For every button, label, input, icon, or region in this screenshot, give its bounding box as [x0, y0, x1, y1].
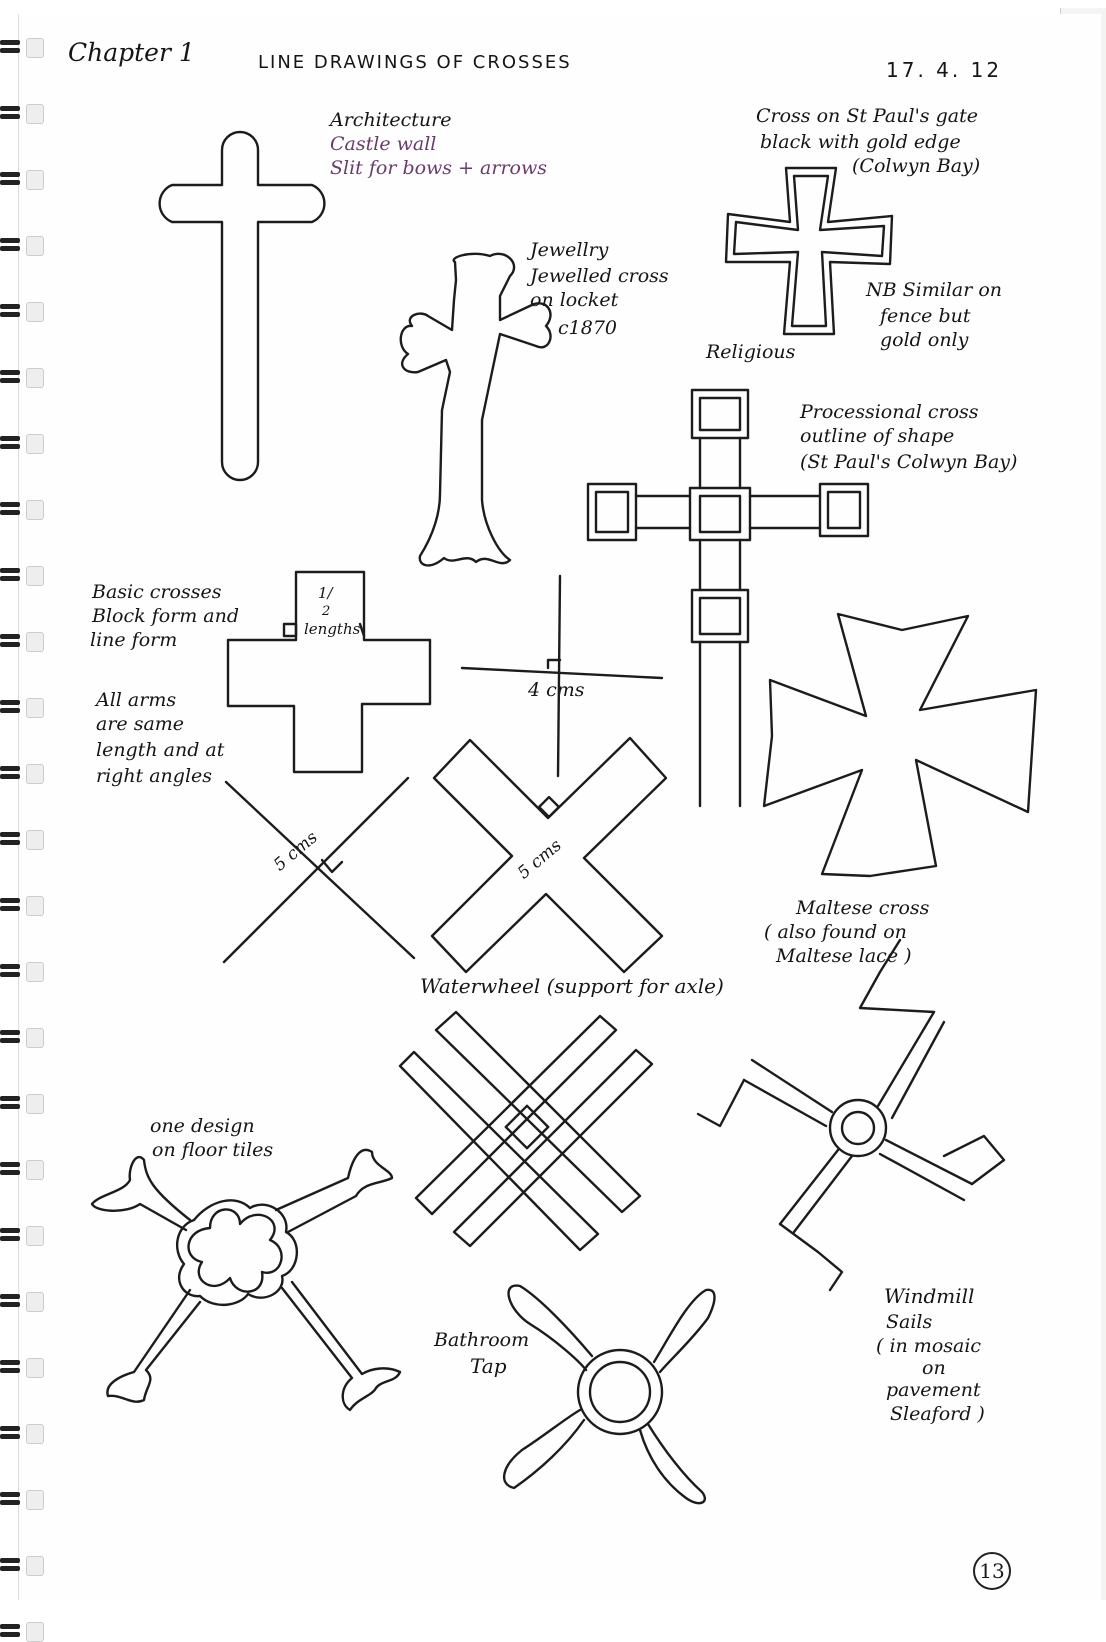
binding-ring: [0, 1158, 44, 1180]
label-processional-2: outline of shape: [800, 425, 955, 447]
label-maltese-1: Maltese cross: [796, 897, 930, 919]
binding-ring: [0, 1092, 44, 1114]
chapter-heading: Chapter 1: [68, 38, 195, 67]
waterwheel-drawing: [398, 1010, 654, 1252]
label-processional-1: Processional cross: [800, 401, 979, 423]
binding-ring: [0, 300, 44, 322]
binding-ring: [0, 1290, 44, 1312]
label-bathroom: Bathroom: [434, 1329, 530, 1351]
diagonal-block-cross-drawing: [430, 736, 668, 974]
binding-ring: [0, 234, 44, 256]
label-all-arms-3: length and at: [96, 739, 225, 761]
label-processional-3: (St Paul's Colwyn Bay): [800, 451, 1018, 473]
label-windmill-5: pavement: [886, 1379, 981, 1401]
label-windmill-6: Sleaford ): [890, 1403, 985, 1425]
binding-ring: [0, 762, 44, 784]
maltese-cross-drawing: [762, 612, 1038, 878]
label-fence-1: NB Similar on: [866, 279, 1003, 301]
binding-ring: [0, 1026, 44, 1048]
line-cross-drawing: [460, 574, 664, 778]
label-windmill-4: on: [922, 1357, 946, 1379]
label-all-arms-2: are same: [96, 713, 185, 735]
label-fence-3: gold only: [880, 329, 969, 351]
label-waterwheel: Waterwheel (support for axle): [420, 974, 724, 998]
block-cross-drawing: [226, 570, 432, 774]
binding-ring: [0, 696, 44, 718]
bathroom-tap-drawing: [503, 1284, 716, 1505]
label-all-arms-4: right angles: [96, 765, 213, 787]
binding-ring: [0, 960, 44, 982]
page-number: 13: [973, 1552, 1011, 1590]
label-floor-1: one design: [150, 1115, 255, 1137]
label-maltese-2: ( also found on: [764, 921, 907, 943]
label-on-locket: on locket: [530, 289, 619, 311]
label-windmill-3: ( in mosaic: [876, 1335, 982, 1357]
label-windmill-2: Sails: [886, 1311, 933, 1333]
label-religious: Religious: [706, 341, 796, 363]
label-slit: Slit for bows + arrows: [330, 157, 547, 179]
label-all-arms-1: All arms: [96, 689, 177, 711]
binding-ring: [0, 168, 44, 190]
notebook-page: Chapter 1 LINE DRAWINGS OF CROSSES 17. 4…: [0, 8, 1106, 1642]
label-floor-2: on floor tiles: [152, 1139, 274, 1161]
binding-ring: [0, 630, 44, 652]
page-title: LINE DRAWINGS OF CROSSES: [258, 52, 572, 73]
label-jewelled-cross: Jewelled cross: [530, 265, 669, 287]
binding-ring: [0, 1356, 44, 1378]
windmill-sails-drawing: [696, 938, 1006, 1292]
label-architecture: Architecture: [330, 109, 452, 131]
binding-ring: [0, 1554, 44, 1576]
label-windmill-1: Windmill: [884, 1284, 975, 1308]
label-jewellry: Jewellry: [530, 239, 609, 261]
binding-ring: [0, 366, 44, 388]
label-4cms: 4 cms: [528, 679, 585, 701]
page-date: 17. 4. 12: [886, 58, 1003, 82]
jewelled-cross-drawing: [399, 252, 552, 567]
label-lengths: lengths: [304, 620, 361, 638]
label-basic-3: line form: [90, 629, 178, 651]
label-castle-wall: Castle wall: [330, 133, 437, 155]
sketches: [90, 130, 1038, 1505]
label-gate-3: (Colwyn Bay): [852, 155, 981, 177]
binding-ring: [0, 1488, 44, 1510]
label-half-den: 2: [322, 604, 331, 619]
label-gate-2: black with gold edge: [760, 131, 961, 153]
floor-tile-drawing: [90, 1148, 402, 1412]
binding-ring: [0, 102, 44, 124]
label-c1870: c1870: [558, 317, 617, 339]
binding-ring: [0, 828, 44, 850]
label-basic-2: Block form and: [92, 605, 240, 627]
label-maltese-3: Maltese lace ): [776, 945, 912, 967]
label-gate-1: Cross on St Paul's gate: [756, 105, 978, 127]
label-tap: Tap: [470, 1354, 507, 1378]
binding-ring: [0, 1620, 44, 1642]
label-fence-2: fence but: [880, 305, 971, 327]
binding-ring: [0, 498, 44, 520]
binding-ring: [0, 564, 44, 586]
architecture-cross-drawing: [158, 130, 326, 482]
gate-cross-inner: [732, 174, 886, 328]
gate-cross-outer: [724, 166, 894, 336]
label-half-num: 1/: [318, 584, 333, 602]
binding-ring: [0, 1422, 44, 1444]
binding-ring: [0, 36, 44, 58]
binding-ring: [0, 432, 44, 454]
processional-cross-drawing: [586, 388, 870, 808]
diagonal-line-cross-drawing: [222, 776, 416, 964]
label-basic-1: Basic crosses: [92, 581, 222, 603]
binding-ring: [0, 894, 44, 916]
binding-ring: [0, 1224, 44, 1246]
